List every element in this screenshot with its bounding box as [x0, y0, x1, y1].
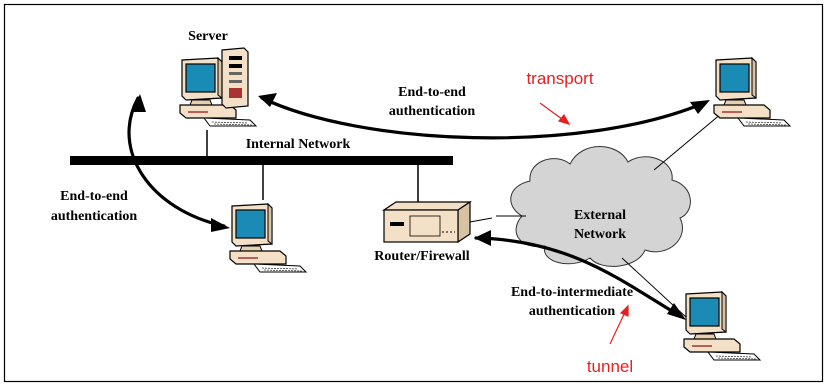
cloud-icon [510, 146, 691, 267]
internal-network-label: Internal Network [246, 137, 351, 152]
external-network-label-2: Network [574, 227, 626, 242]
e2e-top-label-2: authentication [389, 104, 476, 119]
e2e-left-label-1: End-to-end [60, 189, 128, 204]
transport-label: transport [526, 69, 593, 88]
e2e-arc-left [127, 96, 226, 228]
tunnel-callout-arrow [609, 309, 627, 345]
server-label: Server [188, 29, 228, 44]
e2e-top-label-1: End-to-end [398, 85, 466, 100]
internal-network-bus [70, 156, 453, 165]
router-icon [382, 200, 472, 244]
e2i-arc [474, 236, 682, 318]
server-tower-icon [179, 47, 257, 127]
e2i-label-1: End-to-intermediate [511, 285, 633, 300]
tunnel-label: tunnel [587, 357, 633, 376]
e2e-arc-top [260, 96, 706, 140]
external-network-label-1: External [574, 208, 626, 223]
router-firewall-label: Router/Firewall [374, 249, 469, 264]
router-cloud-link [469, 217, 493, 223]
cloud-top-pc-link [653, 112, 723, 171]
arrowheads [132, 93, 710, 320]
e2i-label-2: authentication [529, 304, 616, 319]
e2e-left-label-2: authentication [51, 209, 138, 224]
